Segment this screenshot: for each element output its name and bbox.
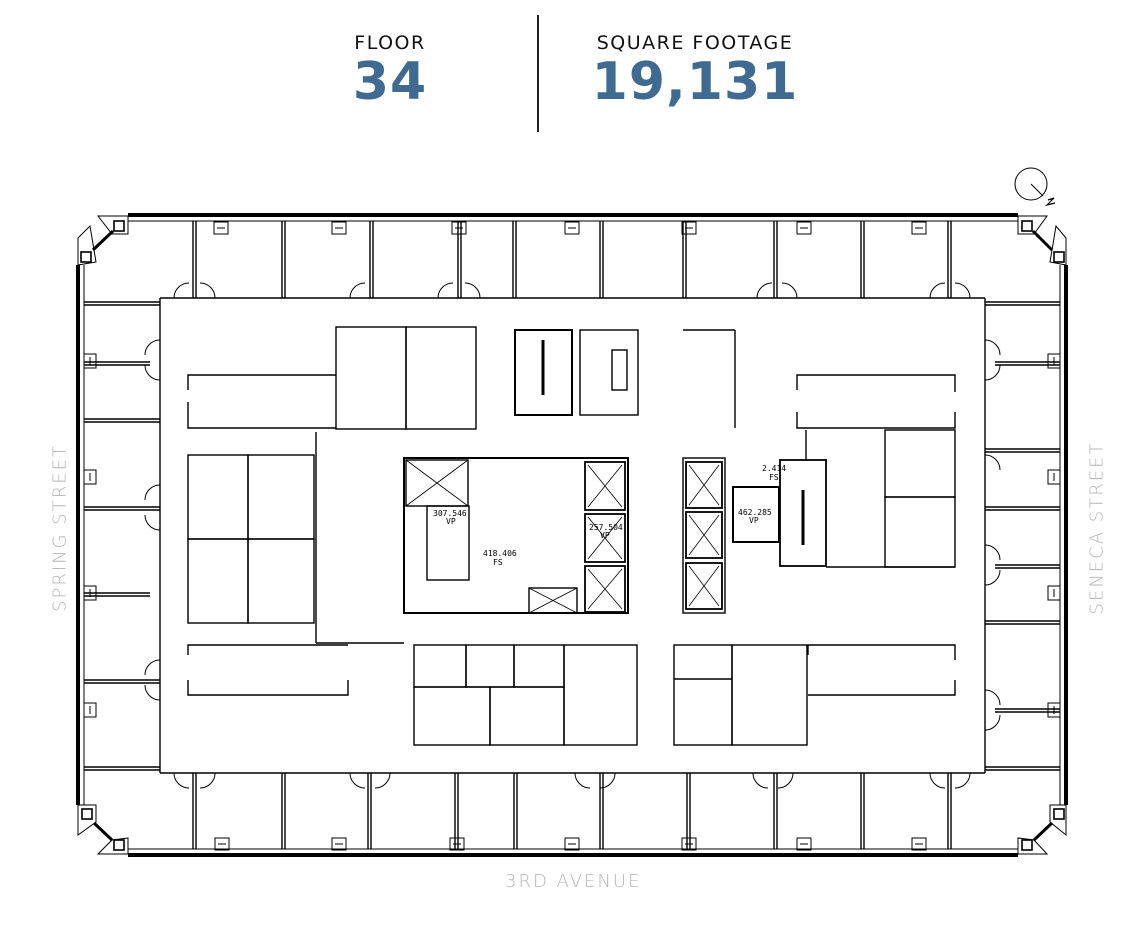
- svg-text:418.406: 418.406: [483, 549, 517, 558]
- street-label-spring-street: SPRING STREET: [49, 444, 71, 612]
- column-markers: [83, 221, 1061, 851]
- floor-label: FLOOR: [354, 32, 426, 54]
- svg-text:257.504: 257.504: [589, 523, 623, 532]
- core-annotations: 307.546 VP 418.406 FS 257.504 VP 462.285…: [433, 464, 786, 567]
- svg-text:VP: VP: [600, 531, 610, 540]
- north-arrow-icon: [1014, 167, 1056, 207]
- svg-text:307.546: 307.546: [433, 509, 467, 518]
- street-label-seneca-street: SENECA STREET: [1086, 441, 1108, 615]
- svg-text:VP: VP: [446, 517, 456, 526]
- floor-stat: FLOOR 34: [330, 32, 450, 110]
- south-interior-rooms: [413, 644, 638, 746]
- square-footage-stat: SQUARE FOOTAGE 19,131: [580, 32, 810, 110]
- svg-text:462.285: 462.285: [738, 508, 772, 517]
- street-label-3rd-avenue: 3RD AVENUE: [505, 871, 642, 892]
- header-divider: [537, 15, 539, 132]
- floor-value: 34: [352, 52, 428, 112]
- floor-header: FLOOR 34 SQUARE FOOTAGE 19,131: [0, 0, 1145, 140]
- exterior-wall: [76, 213, 1068, 857]
- svg-text:2.414: 2.414: [762, 464, 786, 473]
- door-swings: [144, 282, 1001, 789]
- west-interior-rooms: [187, 326, 477, 696]
- svg-text:VP: VP: [749, 516, 759, 525]
- right-office-partitions: [985, 301, 1060, 771]
- svg-text:FS: FS: [769, 473, 779, 482]
- bottom-office-partitions: [192, 773, 952, 849]
- square-footage-label: SQUARE FOOTAGE: [596, 32, 794, 54]
- left-office-partitions: [84, 301, 160, 771]
- east-interior-rooms: [673, 329, 956, 746]
- square-footage-value: 19,131: [591, 52, 799, 112]
- corner-columns: [77, 215, 1067, 855]
- building-core: [403, 329, 827, 614]
- top-office-partitions: [192, 221, 952, 298]
- corridor-walls: [159, 297, 986, 774]
- svg-text:FS: FS: [493, 558, 503, 567]
